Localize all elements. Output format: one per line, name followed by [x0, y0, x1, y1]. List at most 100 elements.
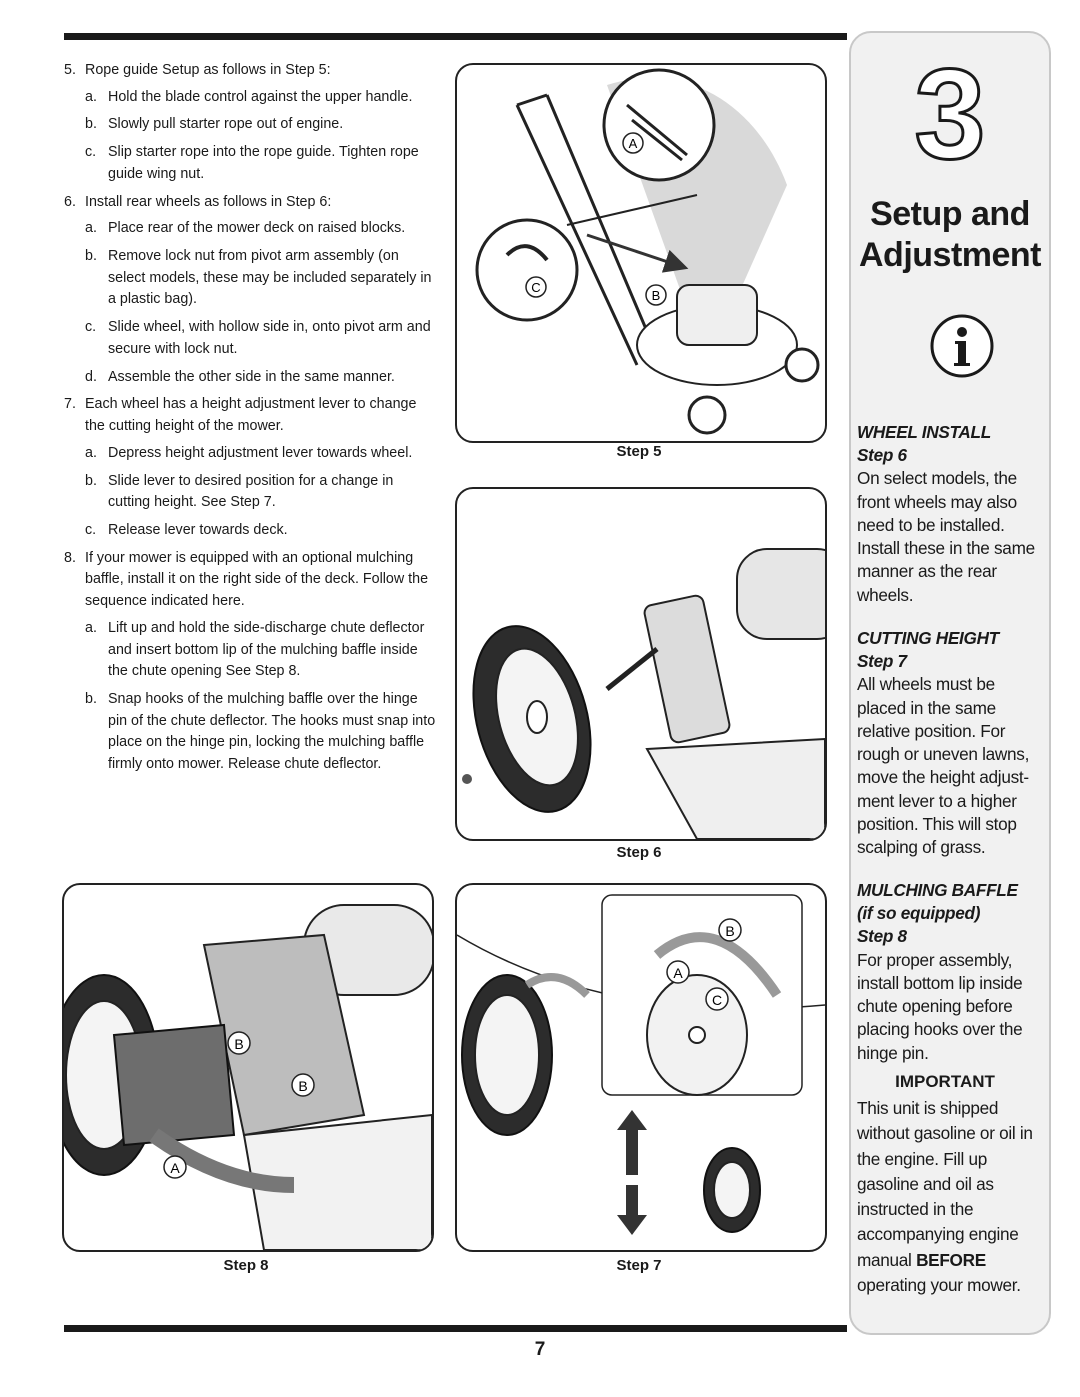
- important-text: This unit is shipped without gasoline or…: [857, 1098, 1033, 1270]
- note-body: All wheels must be placed in the same re…: [857, 674, 1030, 857]
- step-item: 8. If your mower is equipped with an opti…: [64, 548, 436, 613]
- sub-item: a. Hold the blade control against the upp…: [64, 87, 436, 109]
- chapter-number: 3: [913, 42, 987, 188]
- step-number: 7.: [64, 396, 76, 413]
- callout-c: C: [531, 280, 540, 295]
- sub-text: Slide wheel, with hollow side in, onto p…: [108, 319, 431, 357]
- step-item: 7. Each wheel has a height adjustment lev…: [64, 394, 436, 437]
- note-qualifier: (if so equipped): [857, 903, 981, 924]
- sub-text: Assemble the other side in the same mann…: [108, 368, 395, 385]
- sub-text: Depress height adjustment lever towards …: [108, 444, 413, 461]
- chapter-title-line1: Setup and: [870, 195, 1030, 233]
- chapter-title-line2: Adjustment: [859, 235, 1042, 274]
- note-heading: WHEEL INSTALL: [857, 422, 991, 442]
- info-icon: [929, 313, 995, 384]
- sub-text: Remove lock nut from pivot arm assembly …: [108, 248, 432, 308]
- sub-letter: a.: [85, 220, 97, 237]
- sidebar: 3 Setup and Adjustment WHEEL INSTALL Ste…: [849, 31, 1051, 1335]
- note-step: Step 8: [857, 926, 907, 947]
- step-5-caption: Step 5: [616, 443, 662, 460]
- step-text: Rope guide Setup as follows in Step 5:: [85, 62, 331, 78]
- sub-letter: c.: [85, 319, 97, 336]
- step-6-figure: [455, 487, 827, 841]
- note-body: On select models, the front wheels may a…: [857, 468, 1035, 605]
- sub-text: Slowly pull starter rope out of engine.: [108, 116, 344, 133]
- important-title: IMPORTANT: [895, 1072, 995, 1091]
- sub-letter: a.: [85, 88, 97, 105]
- note-step: Step 7: [857, 651, 907, 672]
- sub-letter: b.: [85, 472, 97, 489]
- sub-letter: a.: [85, 444, 97, 461]
- sub-item: b. Remove lock nut from pivot arm assembl…: [64, 246, 436, 311]
- height-adjustment-illustration: B A C: [457, 894, 825, 1235]
- sub-item: b. Slide lever to desired position for a …: [64, 471, 436, 514]
- sub-text: Slide lever to desired position for a ch…: [108, 472, 394, 511]
- chapter-title: Setup and Adjustment: [851, 194, 1049, 276]
- wheel-install-note: WHEEL INSTALL Step 6 On select models, t…: [857, 421, 1047, 607]
- step-item: 5. Rope guide Setup as follows in Step 5:: [64, 60, 436, 82]
- mower-handle-illustration: A B C: [475, 68, 820, 435]
- step-7-caption: Step 7: [616, 1257, 662, 1274]
- page-number: 7: [534, 1339, 546, 1360]
- rear-wheel-illustration: [462, 548, 825, 839]
- step-7-block: 7. Each wheel has a height adjustment lev…: [64, 394, 436, 541]
- sub-item: a. Place rear of the mower deck on raised…: [64, 218, 436, 240]
- top-rule: [64, 33, 847, 40]
- callout-a: A: [170, 1160, 180, 1176]
- note-body: For proper assembly, install bottom lip …: [857, 949, 1023, 1063]
- sub-item: a. Lift up and hold the side-discharge ch…: [64, 618, 436, 683]
- sub-item: c. Release lever towards deck.: [64, 520, 436, 542]
- step-6-block: 6. Install rear wheels as follows in Step…: [64, 192, 436, 389]
- sub-item: c. Slip starter rope into the rope guide.…: [64, 142, 436, 185]
- note-step: Step 6: [857, 445, 907, 466]
- callout-b: B: [298, 1078, 307, 1094]
- callout-a: A: [629, 136, 638, 151]
- sub-letter: d.: [85, 368, 97, 385]
- note-heading: CUTTING HEIGHT: [857, 628, 999, 648]
- sub-text: Snap hooks of the mulching baffle over t…: [108, 690, 436, 773]
- step-8-figure: B B A: [62, 883, 434, 1252]
- important-body: This unit is shipped without gasoline or…: [857, 1096, 1047, 1298]
- sub-text: Hold the blade control against the upper…: [108, 88, 413, 105]
- step-5-figure: A B C: [455, 63, 827, 443]
- step-6-caption: Step 6: [616, 844, 662, 861]
- step-7-figure: B A C: [455, 883, 827, 1252]
- step-text: If your mower is equipped with an option…: [85, 549, 429, 610]
- sub-letter: c.: [85, 521, 97, 538]
- sub-text: Place rear of the mower deck on raised b…: [108, 220, 406, 237]
- important-emphasis: BEFORE: [916, 1249, 986, 1270]
- callout-b: B: [725, 923, 734, 939]
- cutting-height-note: CUTTING HEIGHT Step 7 All wheels must be…: [857, 627, 1047, 859]
- sub-item: b. Slowly pull starter rope out of engine…: [64, 114, 436, 136]
- sub-letter: c.: [85, 144, 97, 161]
- mulching-baffle-illustration: B B A: [64, 904, 432, 1250]
- callout-b: B: [234, 1036, 243, 1052]
- sub-item: d. Assemble the other side in the same ma…: [64, 367, 436, 389]
- step-5-block: 5. Rope guide Setup as follows in Step 5:…: [64, 60, 436, 186]
- sub-letter: b.: [85, 248, 97, 265]
- step-item: 6. Install rear wheels as follows in Step…: [64, 192, 436, 214]
- callout-b: B: [652, 288, 661, 303]
- sub-text: Slip starter rope into the rope guide. T…: [108, 144, 419, 182]
- sub-item: a. Depress height adjustment lever toward…: [64, 443, 436, 465]
- sub-letter: a.: [85, 619, 97, 636]
- sub-item: c. Slide wheel, with hollow side in, onto…: [64, 317, 436, 360]
- step-8-block: 8. If your mower is equipped with an opti…: [64, 548, 436, 776]
- step-text: Install rear wheels as follows in Step 6…: [85, 193, 332, 210]
- step-8-caption: Step 8: [223, 1257, 269, 1274]
- callout-c: C: [712, 992, 722, 1008]
- sub-letter: b.: [85, 116, 97, 133]
- sub-text: Release lever towards deck.: [108, 521, 288, 538]
- mulching-baffle-note: MULCHING BAFFLE (if so equipped) Step 8 …: [857, 879, 1047, 1065]
- bottom-rule: [64, 1325, 847, 1332]
- important-text-end: operating your mower.: [857, 1274, 1021, 1295]
- sub-text: Lift up and hold the side-discharge chut…: [108, 619, 425, 680]
- note-heading: MULCHING BAFFLE: [857, 880, 1018, 900]
- step-number: 8.: [64, 549, 76, 566]
- sub-letter: b.: [85, 690, 97, 707]
- step-number: 5.: [64, 62, 76, 78]
- callout-a: A: [673, 965, 683, 981]
- step-number: 6.: [64, 193, 76, 210]
- instructions-column: 5. Rope guide Setup as follows in Step 5:…: [64, 60, 436, 782]
- step-text: Each wheel has a height adjustment lever…: [85, 396, 417, 435]
